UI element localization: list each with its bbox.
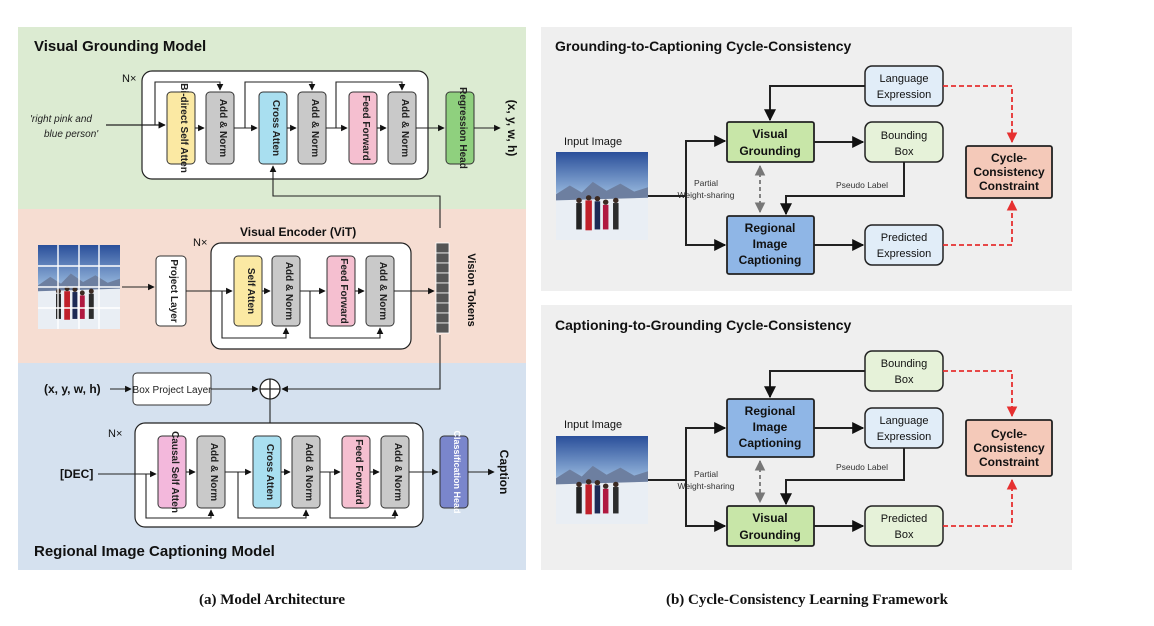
bottom-visual-grounding-label-1: Visual — [752, 511, 787, 525]
top-input-image — [556, 152, 648, 240]
captioning-title: Regional Image Captioning Model — [34, 543, 275, 560]
bottom-language-expression-label-1: Language — [880, 415, 929, 427]
top-partial-sharing-1: Partial — [694, 178, 718, 188]
captioning-self-attn-label: Causal Self Atten — [169, 431, 180, 513]
captioning-arrows — [145, 468, 495, 519]
top-framework-title: Grounding-to-Captioning Cycle-Consistenc… — [555, 38, 852, 54]
encoder-title: Visual Encoder (ViT) — [240, 225, 356, 239]
sum-operator-icon — [259, 378, 281, 400]
top-language-expression-label-1: Language — [880, 73, 929, 85]
classification-head-label: Classification Head — [452, 430, 462, 513]
grounding-cross-attn-label: Cross Atten — [270, 100, 281, 156]
bottom-flow-arrows — [648, 370, 905, 532]
top-cycle-constraint-label-1: Cycle- — [991, 151, 1027, 165]
top-predicted-expression-label-2: Expression — [877, 248, 931, 260]
bottom-predicted-box-label-2: Box — [895, 529, 914, 541]
top-pseudo-label: Pseudo Label — [836, 180, 888, 190]
grounding-add-norm-1-label: Add & Norm — [217, 99, 228, 157]
top-partial-sharing-2: Weight-sharing — [677, 190, 734, 200]
captioning-cross-attn-label: Cross Atten — [264, 444, 275, 500]
cycle-framework: Grounding-to-Captioning Cycle-Consistenc… — [541, 27, 1072, 608]
right-caption: (b) Cycle-Consistency Learning Framework — [666, 592, 949, 608]
bottom-cycle-arrows — [943, 370, 1018, 527]
bottom-language-expression-label-2: Expression — [877, 431, 931, 443]
model-architecture: Visual Grounding Model N× 'right pink an… — [18, 27, 526, 608]
grounding-arrows — [154, 81, 501, 228]
captioning-ffn-label: Feed Forward — [353, 439, 364, 505]
bottom-captioning-label-1: Regional — [745, 404, 796, 418]
top-cycle-arrows — [943, 85, 1018, 246]
bottom-framework-title: Captioning-to-Grounding Cycle-Consistenc… — [555, 317, 852, 333]
top-flow-arrows — [648, 85, 905, 251]
project-layer-label: Project Layer — [168, 259, 179, 322]
encoder-add-norm-1-label: Add & Norm — [283, 262, 294, 320]
grounding-ffn-label: Feed Forward — [360, 95, 371, 161]
bottom-bounding-box-label-1: Bounding — [881, 358, 928, 370]
encoder-add-norm-2-label: Add & Norm — [377, 262, 388, 320]
grounding-self-attn-label: Bi-direct Self Atten — [178, 83, 189, 173]
captioning-add-norm-2-label: Add & Norm — [303, 443, 314, 501]
grounding-input-text-2: blue person' — [44, 129, 99, 140]
bottom-visual-grounding-label-2: Grounding — [739, 528, 800, 542]
tokens-to-sum-line — [281, 335, 441, 393]
caption-output-label: Caption — [497, 450, 511, 495]
bottom-pseudo-label: Pseudo Label — [836, 462, 888, 472]
top-predicted-expression-label-1: Predicted — [881, 232, 927, 244]
top-cycle-constraint-label-3: Constraint — [979, 179, 1039, 193]
captioning-add-norm-3-label: Add & Norm — [392, 443, 403, 501]
top-captioning-label-3: Captioning — [739, 253, 802, 267]
vision-token-stack — [435, 242, 450, 334]
bottom-captioning-label-3: Captioning — [739, 436, 802, 450]
top-captioning-label-2: Image — [753, 237, 788, 251]
patch-grid — [38, 245, 120, 329]
top-bounding-box-label-2: Box — [895, 146, 914, 158]
encoder-arrows — [186, 287, 435, 339]
captioning-repeat-label: N× — [108, 428, 122, 440]
top-input-image-label: Input Image — [564, 136, 622, 148]
grounding-add-norm-2-label: Add & Norm — [309, 99, 320, 157]
regression-head-label: Regression Head — [457, 87, 468, 169]
top-cycle-constraint-label-2: Consistency — [973, 165, 1045, 179]
top-bounding-box-label-1: Bounding — [881, 130, 928, 142]
grounding-repeat-label: N× — [122, 73, 136, 85]
top-captioning-label-1: Regional — [745, 221, 796, 235]
bottom-cycle-constraint-label-3: Constraint — [979, 455, 1039, 469]
vision-tokens-label: Vision Tokens — [465, 253, 477, 327]
top-visual-grounding-label-2: Grounding — [739, 144, 800, 158]
bottom-cycle-constraint-label-1: Cycle- — [991, 427, 1027, 441]
grounding-input-text-1: 'right pink and — [30, 114, 92, 125]
bottom-cycle-constraint-box — [965, 419, 1053, 477]
bottom-input-image — [556, 436, 648, 524]
top-visual-grounding-label-1: Visual — [752, 127, 787, 141]
box-input-label: (x, y, w, h) — [44, 382, 101, 396]
encoder-self-attn-label: Self Atten — [245, 268, 256, 314]
box-project-layer-label: Box Project Layer — [133, 385, 213, 396]
captioning-add-norm-1-label: Add & Norm — [208, 443, 219, 501]
bottom-partial-sharing-2: Weight-sharing — [677, 481, 734, 491]
bottom-cycle-constraint-label-2: Consistency — [973, 441, 1045, 455]
encoder-repeat-label: N× — [193, 237, 207, 249]
bottom-predicted-box-label-1: Predicted — [881, 513, 927, 525]
left-caption: (a) Model Architecture — [199, 592, 345, 608]
grounding-add-norm-3-label: Add & Norm — [399, 99, 410, 157]
bottom-input-image-label: Input Image — [564, 419, 622, 431]
top-language-expression-label-2: Expression — [877, 89, 931, 101]
grounding-title: Visual Grounding Model — [34, 38, 206, 55]
encoder-ffn-label: Feed Forward — [338, 258, 349, 324]
bottom-partial-sharing-1: Partial — [694, 469, 718, 479]
bottom-bounding-box-label-2: Box — [895, 374, 914, 386]
bottom-captioning-label-2: Image — [753, 420, 788, 434]
top-cycle-constraint-box — [965, 145, 1053, 199]
grounding-output-label: (x, y, w, h) — [505, 100, 519, 157]
dec-input-label: [DEC] — [60, 467, 93, 481]
